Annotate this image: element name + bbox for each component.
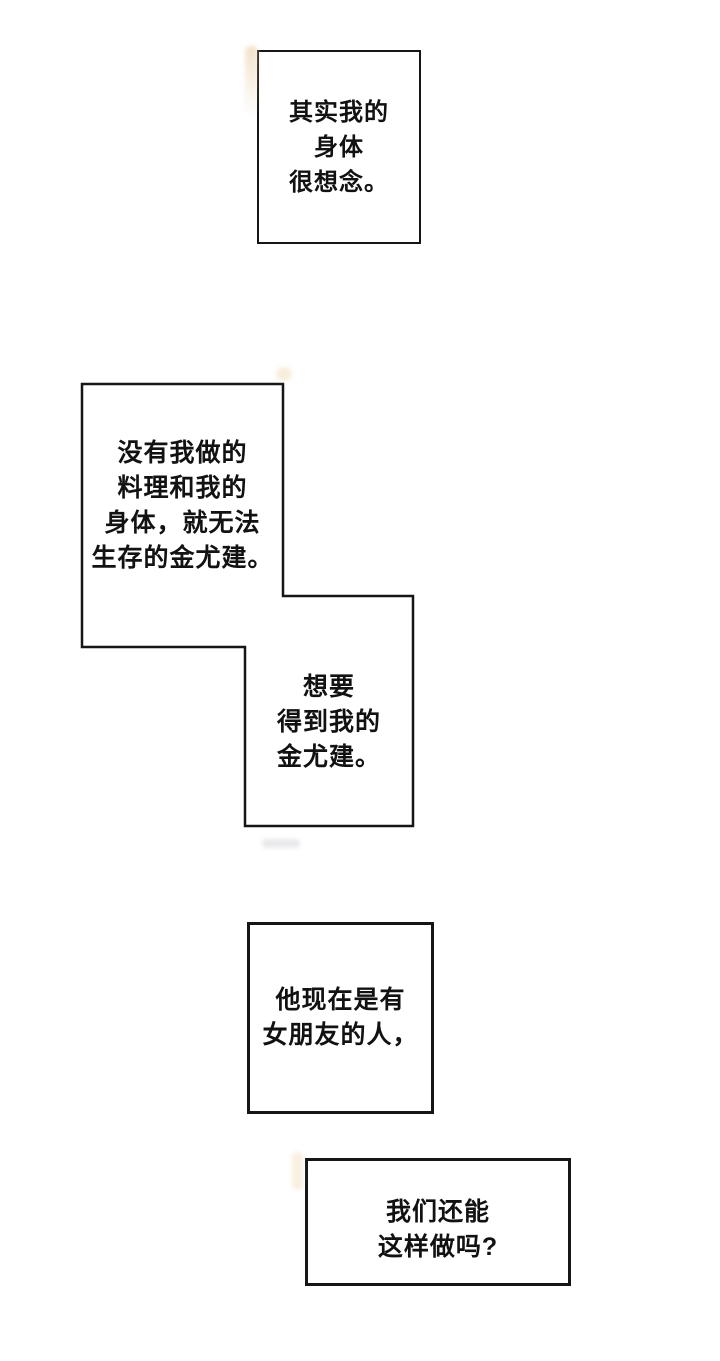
merged-panel-outline [80, 382, 415, 828]
narration-box-5: 我们还能 这样做吗? [305, 1158, 571, 1286]
narration-line: 得到我的 [276, 708, 381, 736]
narration-box-1: 其实我的 身体 很想念。 [257, 50, 421, 244]
narration-line: 没有我做的 [117, 439, 248, 467]
narration-box-2-3-outline [80, 382, 415, 828]
narration-line: 他现在是有 [275, 986, 406, 1014]
narration-line: 想要 [302, 673, 355, 701]
scan-smudge [292, 1152, 303, 1190]
narration-line: 料理和我的 [117, 474, 248, 502]
narration-line: 生存的金尤建。 [91, 544, 274, 572]
narration-line: 我们还能 [385, 1197, 490, 1226]
narration-box-2: 没有我做的 料理和我的 身体，就无法 生存的金尤建。 [82, 436, 283, 576]
scan-smudge [262, 839, 300, 848]
narration-line: 女朋友的人， [262, 1021, 419, 1049]
narration-line: 很想念。 [289, 168, 389, 196]
narration-line: 身体，就无法 [104, 509, 261, 537]
narration-line: 身体 [314, 133, 364, 161]
narration-box-3: 想要 得到我的 金尤建。 [245, 670, 413, 775]
narration-line: 其实我的 [289, 98, 389, 126]
narration-box-4: 他现在是有 女朋友的人， [247, 922, 434, 1114]
narration-line: 金尤建。 [276, 743, 381, 771]
narration-line: 这样做吗? [377, 1232, 499, 1261]
scan-smudge [276, 367, 292, 381]
